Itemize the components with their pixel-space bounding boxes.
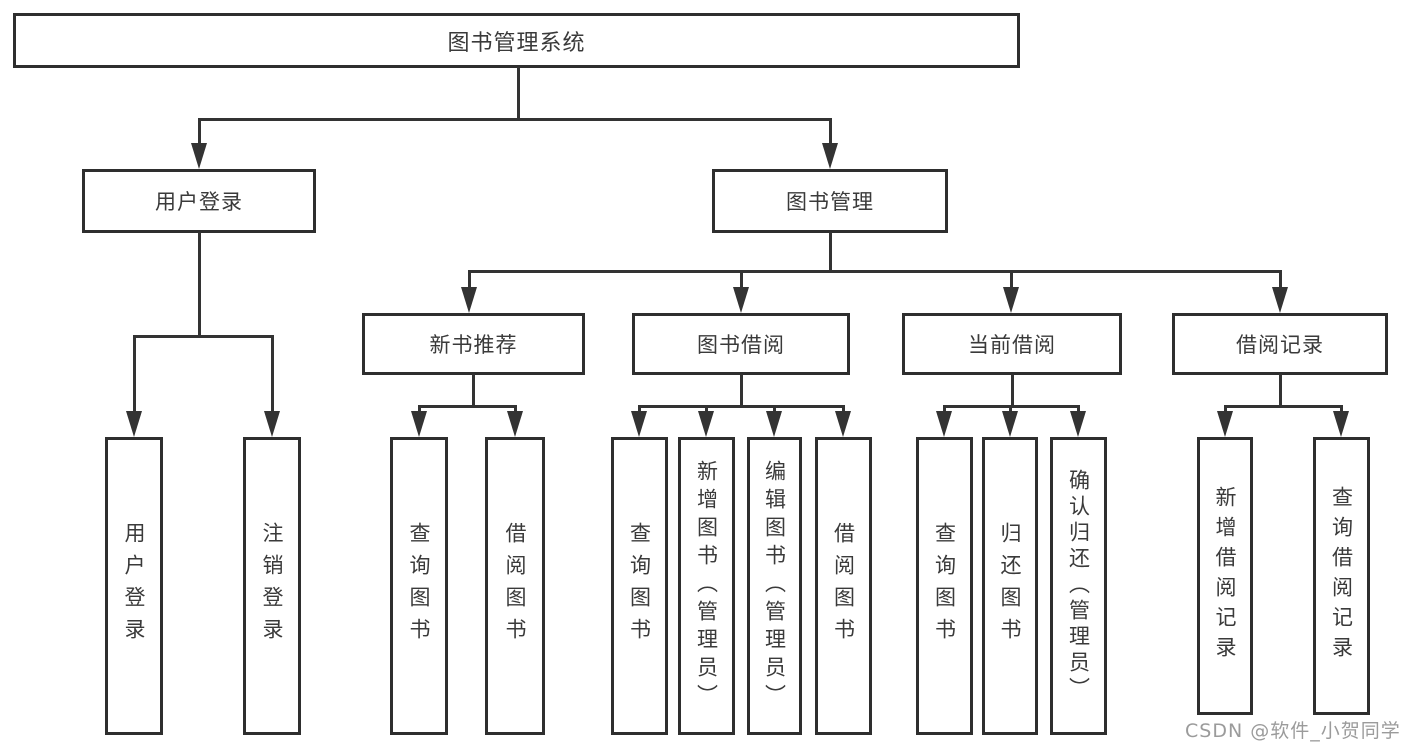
leaf-add-books-admin: 新增图书（管理员）: [678, 437, 735, 735]
arrow-down-icon: [507, 411, 523, 437]
node-borrow-records: 借阅记录: [1172, 313, 1388, 375]
connector-stem: [472, 374, 475, 407]
connector-fork: [638, 405, 844, 408]
leaf-query-books-borrow: 查询图书: [611, 437, 668, 735]
connector-drop-book-mgmt: [829, 118, 832, 146]
leaf-edit-books-admin: 编辑图书（管理员）: [747, 437, 802, 735]
arrow-down-icon: [264, 411, 280, 437]
arrow-down-icon: [1070, 411, 1086, 437]
connector-drop: [773, 405, 776, 413]
connector-mgmt-fork: [468, 270, 1281, 273]
connector-root-stem: [517, 67, 520, 119]
connector-drop: [514, 405, 517, 413]
arrow-down-icon: [1333, 411, 1349, 437]
leaf-user-login: 用户登录: [105, 437, 163, 735]
connector-stem: [740, 374, 743, 407]
connector-fork: [418, 405, 516, 408]
connector-mgmt-stem: [829, 232, 832, 272]
connector-fork: [1224, 405, 1342, 408]
node-current-borrow: 当前借阅: [902, 313, 1122, 375]
arrow-down-icon: [461, 287, 477, 313]
connector-drop: [1279, 270, 1282, 289]
leaf-add-borrow-record: 新增借阅记录: [1197, 437, 1253, 715]
arrow-down-icon: [733, 287, 749, 313]
connector-stem: [1011, 374, 1014, 407]
leaf-borrow-books-recommend: 借阅图书: [485, 437, 545, 735]
leaf-return-books: 归还图书: [982, 437, 1038, 735]
csdn-watermark: CSDN @软件_小贺同学: [1185, 720, 1401, 742]
connector-stem: [1279, 374, 1282, 407]
arrow-down-icon: [698, 411, 714, 437]
node-book-management: 图书管理: [712, 169, 948, 233]
leaf-query-books-current: 查询图书: [916, 437, 973, 735]
arrow-down-icon: [835, 411, 851, 437]
connector-login-fork: [133, 335, 274, 338]
leaf-confirm-return-admin: 确认归还（管理员）: [1050, 437, 1107, 735]
arrow-down-icon: [126, 411, 142, 437]
leaf-query-borrow-record: 查询借阅记录: [1313, 437, 1370, 715]
connector-drop: [943, 405, 946, 413]
node-user-login: 用户登录: [82, 169, 316, 233]
connector-drop: [638, 405, 641, 413]
arrow-down-icon: [191, 143, 207, 169]
connector-root-fork: [198, 118, 831, 121]
leaf-borrow-books: 借阅图书: [815, 437, 872, 735]
connector-drop: [1009, 405, 1012, 413]
node-root-system: 图书管理系统: [13, 13, 1020, 68]
connector-drop: [418, 405, 421, 413]
arrow-down-icon: [631, 411, 647, 437]
connector-drop-user-login: [198, 118, 201, 146]
connector-drop: [468, 270, 471, 289]
arrow-down-icon: [1003, 287, 1019, 313]
connector-drop: [842, 405, 845, 413]
connector-drop: [705, 405, 708, 413]
connector-drop: [1340, 405, 1343, 413]
arrow-down-icon: [936, 411, 952, 437]
arrow-down-icon: [822, 143, 838, 169]
arrow-down-icon: [411, 411, 427, 437]
connector-drop: [1077, 405, 1080, 413]
connector-drop: [133, 335, 136, 415]
connector-login-stem: [198, 232, 201, 337]
connector-drop: [271, 335, 274, 415]
node-book-borrow: 图书借阅: [632, 313, 850, 375]
node-new-book-recommend: 新书推荐: [362, 313, 585, 375]
connector-drop: [1224, 405, 1227, 413]
arrow-down-icon: [1002, 411, 1018, 437]
arrow-down-icon: [766, 411, 782, 437]
connector-drop: [1010, 270, 1013, 289]
leaf-logout: 注销登录: [243, 437, 301, 735]
connector-drop: [740, 270, 743, 289]
arrow-down-icon: [1217, 411, 1233, 437]
arrow-down-icon: [1272, 287, 1288, 313]
leaf-query-books-recommend: 查询图书: [390, 437, 448, 735]
